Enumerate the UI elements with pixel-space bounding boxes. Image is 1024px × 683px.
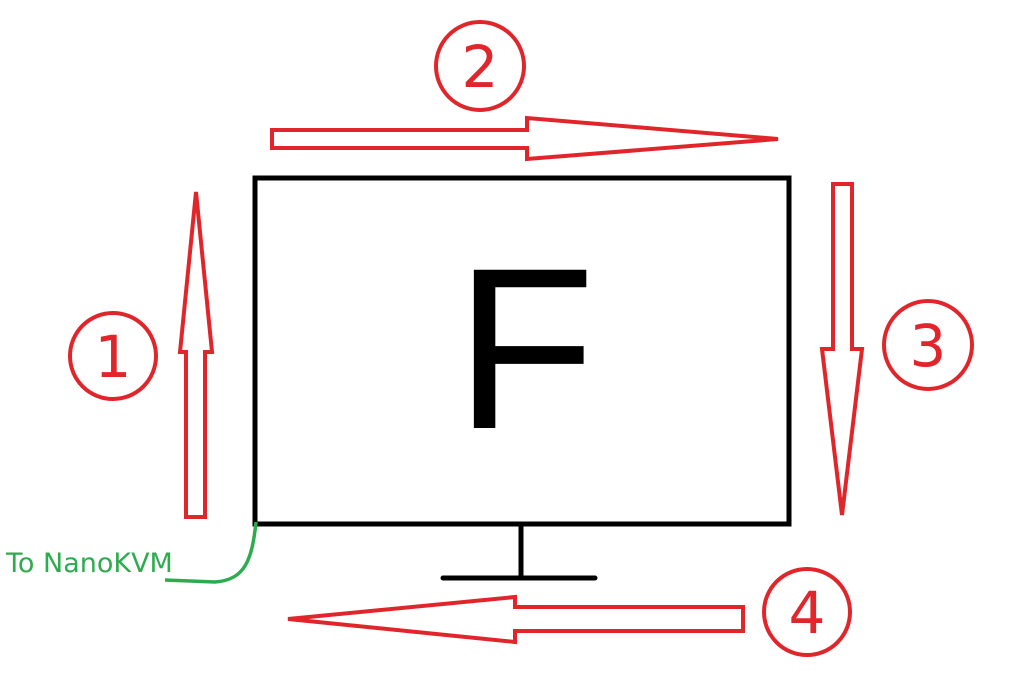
step-3: 3 [819, 182, 974, 516]
cable-label: To NanoKVM [5, 548, 173, 579]
step-2-circle [434, 20, 526, 112]
arrow-up-icon [177, 191, 215, 519]
step-1: 1 [68, 191, 215, 519]
step-4: 4 [287, 567, 852, 657]
arrow-right-icon [270, 115, 779, 162]
arrow-down-icon [819, 182, 865, 516]
cable: To NanoKVM [5, 521, 258, 584]
step-3-circle [882, 299, 974, 391]
step-4-number: 4 [789, 579, 826, 647]
step-2: 2 [270, 20, 779, 162]
step-4-circle [762, 567, 852, 657]
arrow-left-icon [287, 594, 745, 645]
cable-line [164, 521, 258, 584]
step-3-number: 3 [910, 312, 947, 380]
step-1-number: 1 [95, 323, 132, 391]
monitor: F [252, 175, 792, 581]
screen-letter: F [455, 220, 596, 477]
step-2-number: 2 [462, 33, 499, 101]
step-1-circle [68, 311, 158, 401]
